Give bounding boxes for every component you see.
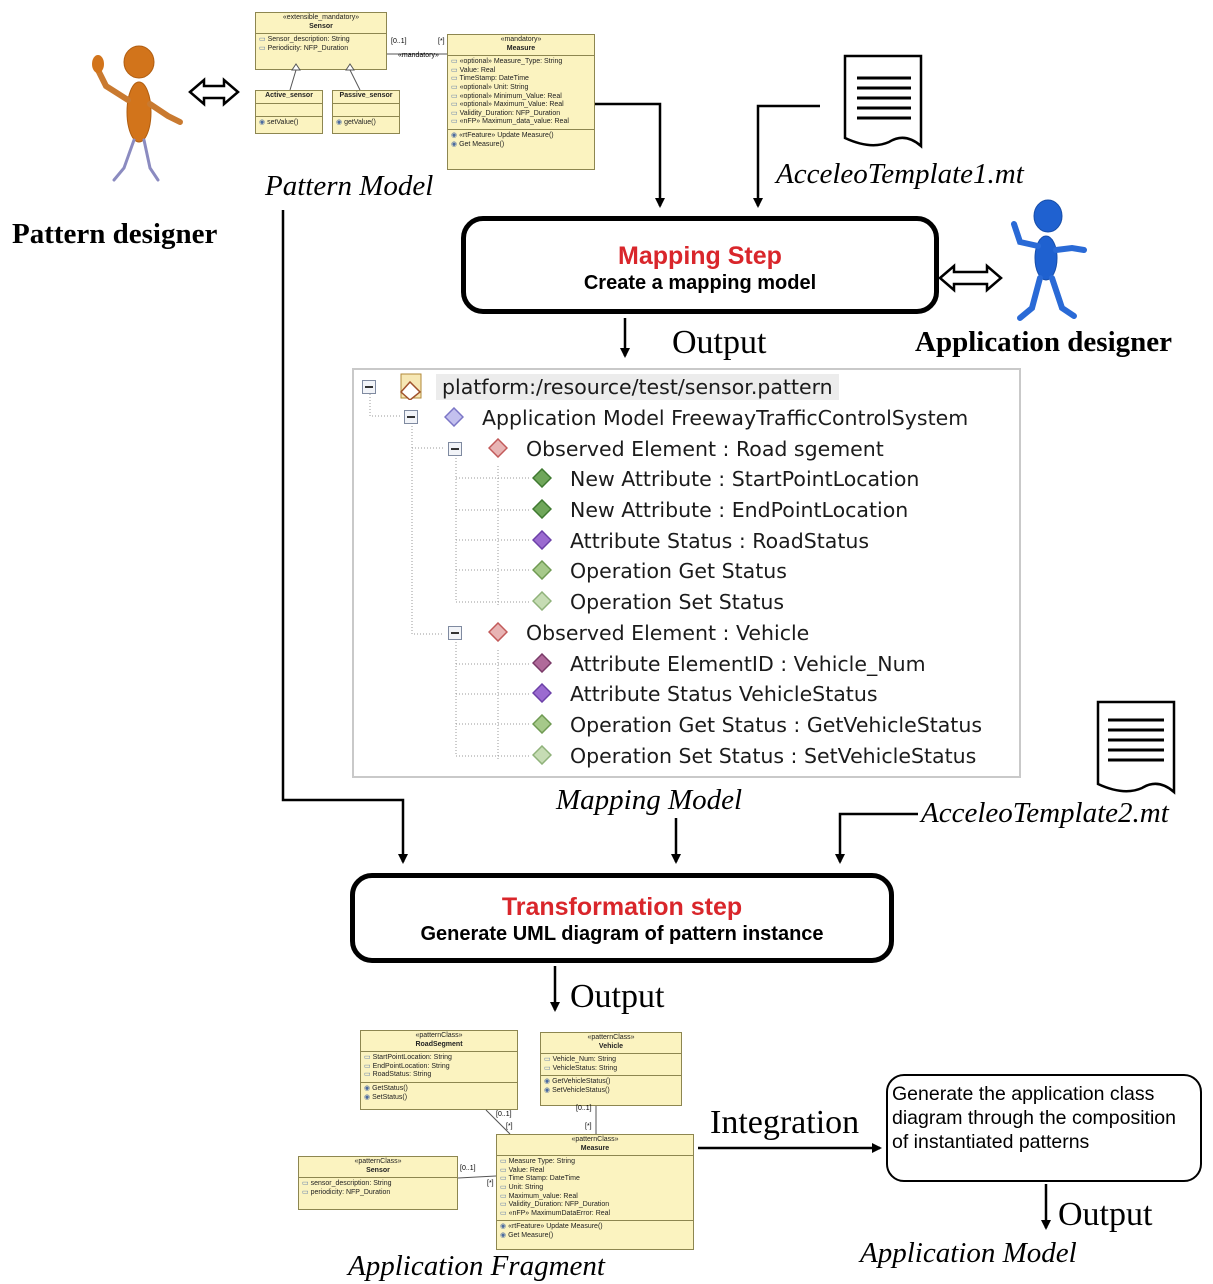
arrow-template1-to-mapping <box>753 104 820 208</box>
tree-guides <box>369 394 530 760</box>
integration-note-line2: diagram through the composition <box>892 1107 1176 1129</box>
new-attribute-diamond-icon <box>532 499 552 519</box>
uml-active-sensor-class: Active_sensor setValue() <box>255 90 323 134</box>
tree-road-child-1[interactable]: New Attribute : StartPointLocation <box>570 467 920 491</box>
uml-pattern-relations <box>289 53 447 91</box>
integration-note-box: Generate the application class diagram t… <box>886 1074 1202 1182</box>
mapping-output-label: Output <box>672 324 767 361</box>
uml-roadsegment-class: «patternClass»RoadSegment StartPointLoca… <box>360 1030 518 1110</box>
operation-diamond-icon <box>532 560 552 580</box>
integration-note-line1: Generate the application class <box>892 1083 1155 1105</box>
uml-fragment-measure-class: «patternClass»Measure Measure Type: Stri… <box>496 1134 694 1250</box>
observed-element-diamond-icon <box>488 622 508 642</box>
pattern-assoc-label: «mandatory» <box>398 52 439 59</box>
document-template1-icon <box>843 54 923 149</box>
attribute-id-diamond-icon <box>532 653 552 673</box>
integration-note-line3: of instantiated patterns <box>892 1131 1090 1153</box>
integration-label: Integration <box>710 1104 860 1141</box>
mapping-model-label: Mapping Model <box>556 784 743 816</box>
tree-element-vehicle-label[interactable]: Observed Element : Vehicle <box>526 621 810 645</box>
uml-sensor-class: «extensible_mandatory»Sensor Sensor_desc… <box>255 12 387 70</box>
mapping-step-title: Mapping Step <box>618 242 782 270</box>
tree-collapse-root[interactable] <box>362 380 376 394</box>
mapping-step-subtitle: Create a mapping model <box>583 272 817 294</box>
fragment-mult-vehicle-01: [0..1] <box>576 1105 592 1112</box>
fragment-mult-road-star: [*] <box>506 1123 513 1130</box>
uml-fragment-sensor-class: «patternClass»Sensor sensor_description:… <box>298 1156 458 1210</box>
pattern-model-label: Pattern Model <box>265 170 434 202</box>
operation-diamond-icon <box>532 714 552 734</box>
attribute-status-diamond-icon <box>532 530 552 550</box>
application-model-label: Application Model <box>860 1237 1077 1269</box>
tree-collapse-element-road[interactable] <box>448 442 462 456</box>
pattern-assoc-mult-left: [0..1] <box>391 38 407 45</box>
uml-passive-sensor-class: Passive_sensor getValue() <box>332 90 400 134</box>
tree-road-child-2[interactable]: New Attribute : EndPointLocation <box>570 498 909 522</box>
new-attribute-diamond-icon <box>532 468 552 488</box>
fragment-mult-vehicle-star: [*] <box>585 1123 592 1130</box>
transformation-step-box: Transformation step Generate UML diagram… <box>350 873 894 963</box>
tree-road-child-3[interactable]: Attribute Status : RoadStatus <box>570 529 870 553</box>
pattern-assoc-mult-right: [*] <box>438 38 445 45</box>
observed-element-diamond-icon <box>488 438 508 458</box>
arrow-pattern-to-mapping <box>595 102 665 208</box>
uml-vehicle-class: «patternClass»Vehicle Vehicle_Num: Strin… <box>540 1032 682 1106</box>
attribute-status-diamond-icon <box>532 683 552 703</box>
final-output-label: Output <box>1058 1196 1153 1233</box>
tree-vehicle-child-3[interactable]: Operation Get Status : GetVehicleStatus <box>570 713 983 737</box>
tree-collapse-element-vehicle[interactable] <box>448 626 462 640</box>
tree-root-label[interactable]: platform:/resource/test/sensor.pattern <box>436 374 839 400</box>
fragment-mult-sensor-star: [*] <box>487 1180 494 1187</box>
operation-diamond-icon <box>532 745 552 765</box>
uml-fragment-relations <box>457 1106 597 1179</box>
application-fragment-label: Application Fragment <box>348 1250 605 1282</box>
document-template2-icon <box>1096 700 1176 795</box>
uml-measure-class: «mandatory»Measure «optional» Measure_Ty… <box>447 34 595 170</box>
app-model-diamond-icon <box>444 407 464 427</box>
transformation-step-subtitle: Generate UML diagram of pattern instance <box>420 923 824 945</box>
tree-app-model-label[interactable]: Application Model FreewayTrafficControlS… <box>482 406 969 430</box>
tree-vehicle-child-1[interactable]: Attribute ElementID : Vehicle_Num <box>570 652 926 676</box>
transformation-output-label: Output <box>570 978 665 1015</box>
mapping-model-tree: platform:/resource/test/sensor.pattern A… <box>352 368 1021 778</box>
arrow-pattern-to-transformation <box>281 210 408 864</box>
tree-vehicle-child-4[interactable]: Operation Set Status : SetVehicleStatus <box>570 744 977 768</box>
pattern-designer-figure-icon <box>92 45 183 182</box>
tree-vehicle-child-2[interactable]: Attribute Status VehicleStatus <box>570 682 878 706</box>
double-arrow-application-designer <box>938 263 1003 293</box>
acceleo-template2-label: AcceleoTemplate2.mt <box>921 797 1169 829</box>
tree-collapse-app-model[interactable] <box>404 410 418 424</box>
fragment-mult-sensor-01: [0..1] <box>460 1165 476 1172</box>
pattern-file-icon <box>399 373 422 400</box>
operation-diamond-icon <box>532 591 552 611</box>
arrow-template2-to-transformation <box>835 812 918 864</box>
tree-road-child-4[interactable]: Operation Get Status <box>570 559 787 583</box>
fragment-mult-road-01: [0..1] <box>496 1111 512 1118</box>
application-designer-label: Application designer <box>915 326 1172 358</box>
application-designer-figure-icon <box>1011 199 1087 321</box>
tree-element-road-label[interactable]: Observed Element : Road sgement <box>526 437 884 461</box>
pattern-designer-label: Pattern designer <box>12 218 218 250</box>
transformation-step-title: Transformation step <box>501 893 743 921</box>
acceleo-template1-label: AcceleoTemplate1.mt <box>776 158 1024 190</box>
tree-road-child-5[interactable]: Operation Set Status <box>570 590 785 614</box>
mapping-step-box: Mapping Step Create a mapping model <box>461 216 939 314</box>
double-arrow-pattern-designer <box>188 77 240 107</box>
